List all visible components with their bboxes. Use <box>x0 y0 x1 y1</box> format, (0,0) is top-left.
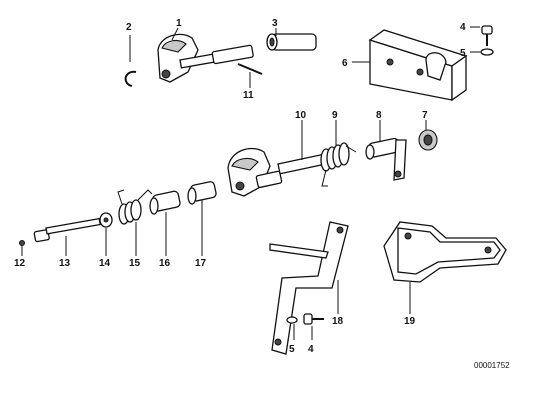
part-18-lever <box>269 221 349 355</box>
part-17-bushing <box>187 181 217 256</box>
part-4-5-screw-top <box>470 25 494 56</box>
label-6: 6 <box>342 58 348 69</box>
part-12-ball <box>19 240 25 256</box>
part-11-pin <box>237 63 263 88</box>
part-2-clip <box>124 35 137 87</box>
label-4-bottom: 4 <box>308 344 314 355</box>
label-5-bottom: 5 <box>289 344 295 355</box>
part-14-washer <box>99 212 113 256</box>
label-18: 18 <box>332 316 344 327</box>
label-19: 19 <box>404 316 416 327</box>
label-10: 10 <box>295 110 307 121</box>
label-15: 15 <box>129 258 141 269</box>
label-5-top: 5 <box>460 48 466 59</box>
label-7: 7 <box>422 110 428 121</box>
part-19-bracket-plate <box>383 221 507 314</box>
part-8-bushing-arm <box>365 120 407 181</box>
label-11: 11 <box>243 90 254 101</box>
label-12: 12 <box>14 258 26 269</box>
label-13: 13 <box>59 258 71 269</box>
part-5-4-screw-bottom <box>286 313 324 340</box>
label-3: 3 <box>272 18 278 29</box>
label-16: 16 <box>159 258 171 269</box>
main-shaft-assembly <box>227 120 438 197</box>
label-17: 17 <box>195 258 207 269</box>
part-9-spring <box>320 120 357 187</box>
label-14: 14 <box>99 258 111 269</box>
part-1-sector-lever <box>157 27 254 83</box>
part-6-bracket <box>352 29 468 102</box>
label-8: 8 <box>376 110 382 121</box>
label-4-top: 4 <box>460 22 466 33</box>
part-labels: 1 2 3 4 5 6 7 8 9 10 11 12 13 14 15 16 1… <box>14 18 466 355</box>
catalog-number: 00001752 <box>474 361 510 370</box>
part-16-bushing <box>149 190 181 256</box>
part-15-spring <box>117 189 153 256</box>
part-7-gear-nut <box>418 120 438 151</box>
part-13-bolt <box>33 217 101 256</box>
part-3-bushing <box>266 28 317 51</box>
label-2: 2 <box>126 22 132 33</box>
label-9: 9 <box>332 110 338 121</box>
label-1: 1 <box>176 18 182 29</box>
